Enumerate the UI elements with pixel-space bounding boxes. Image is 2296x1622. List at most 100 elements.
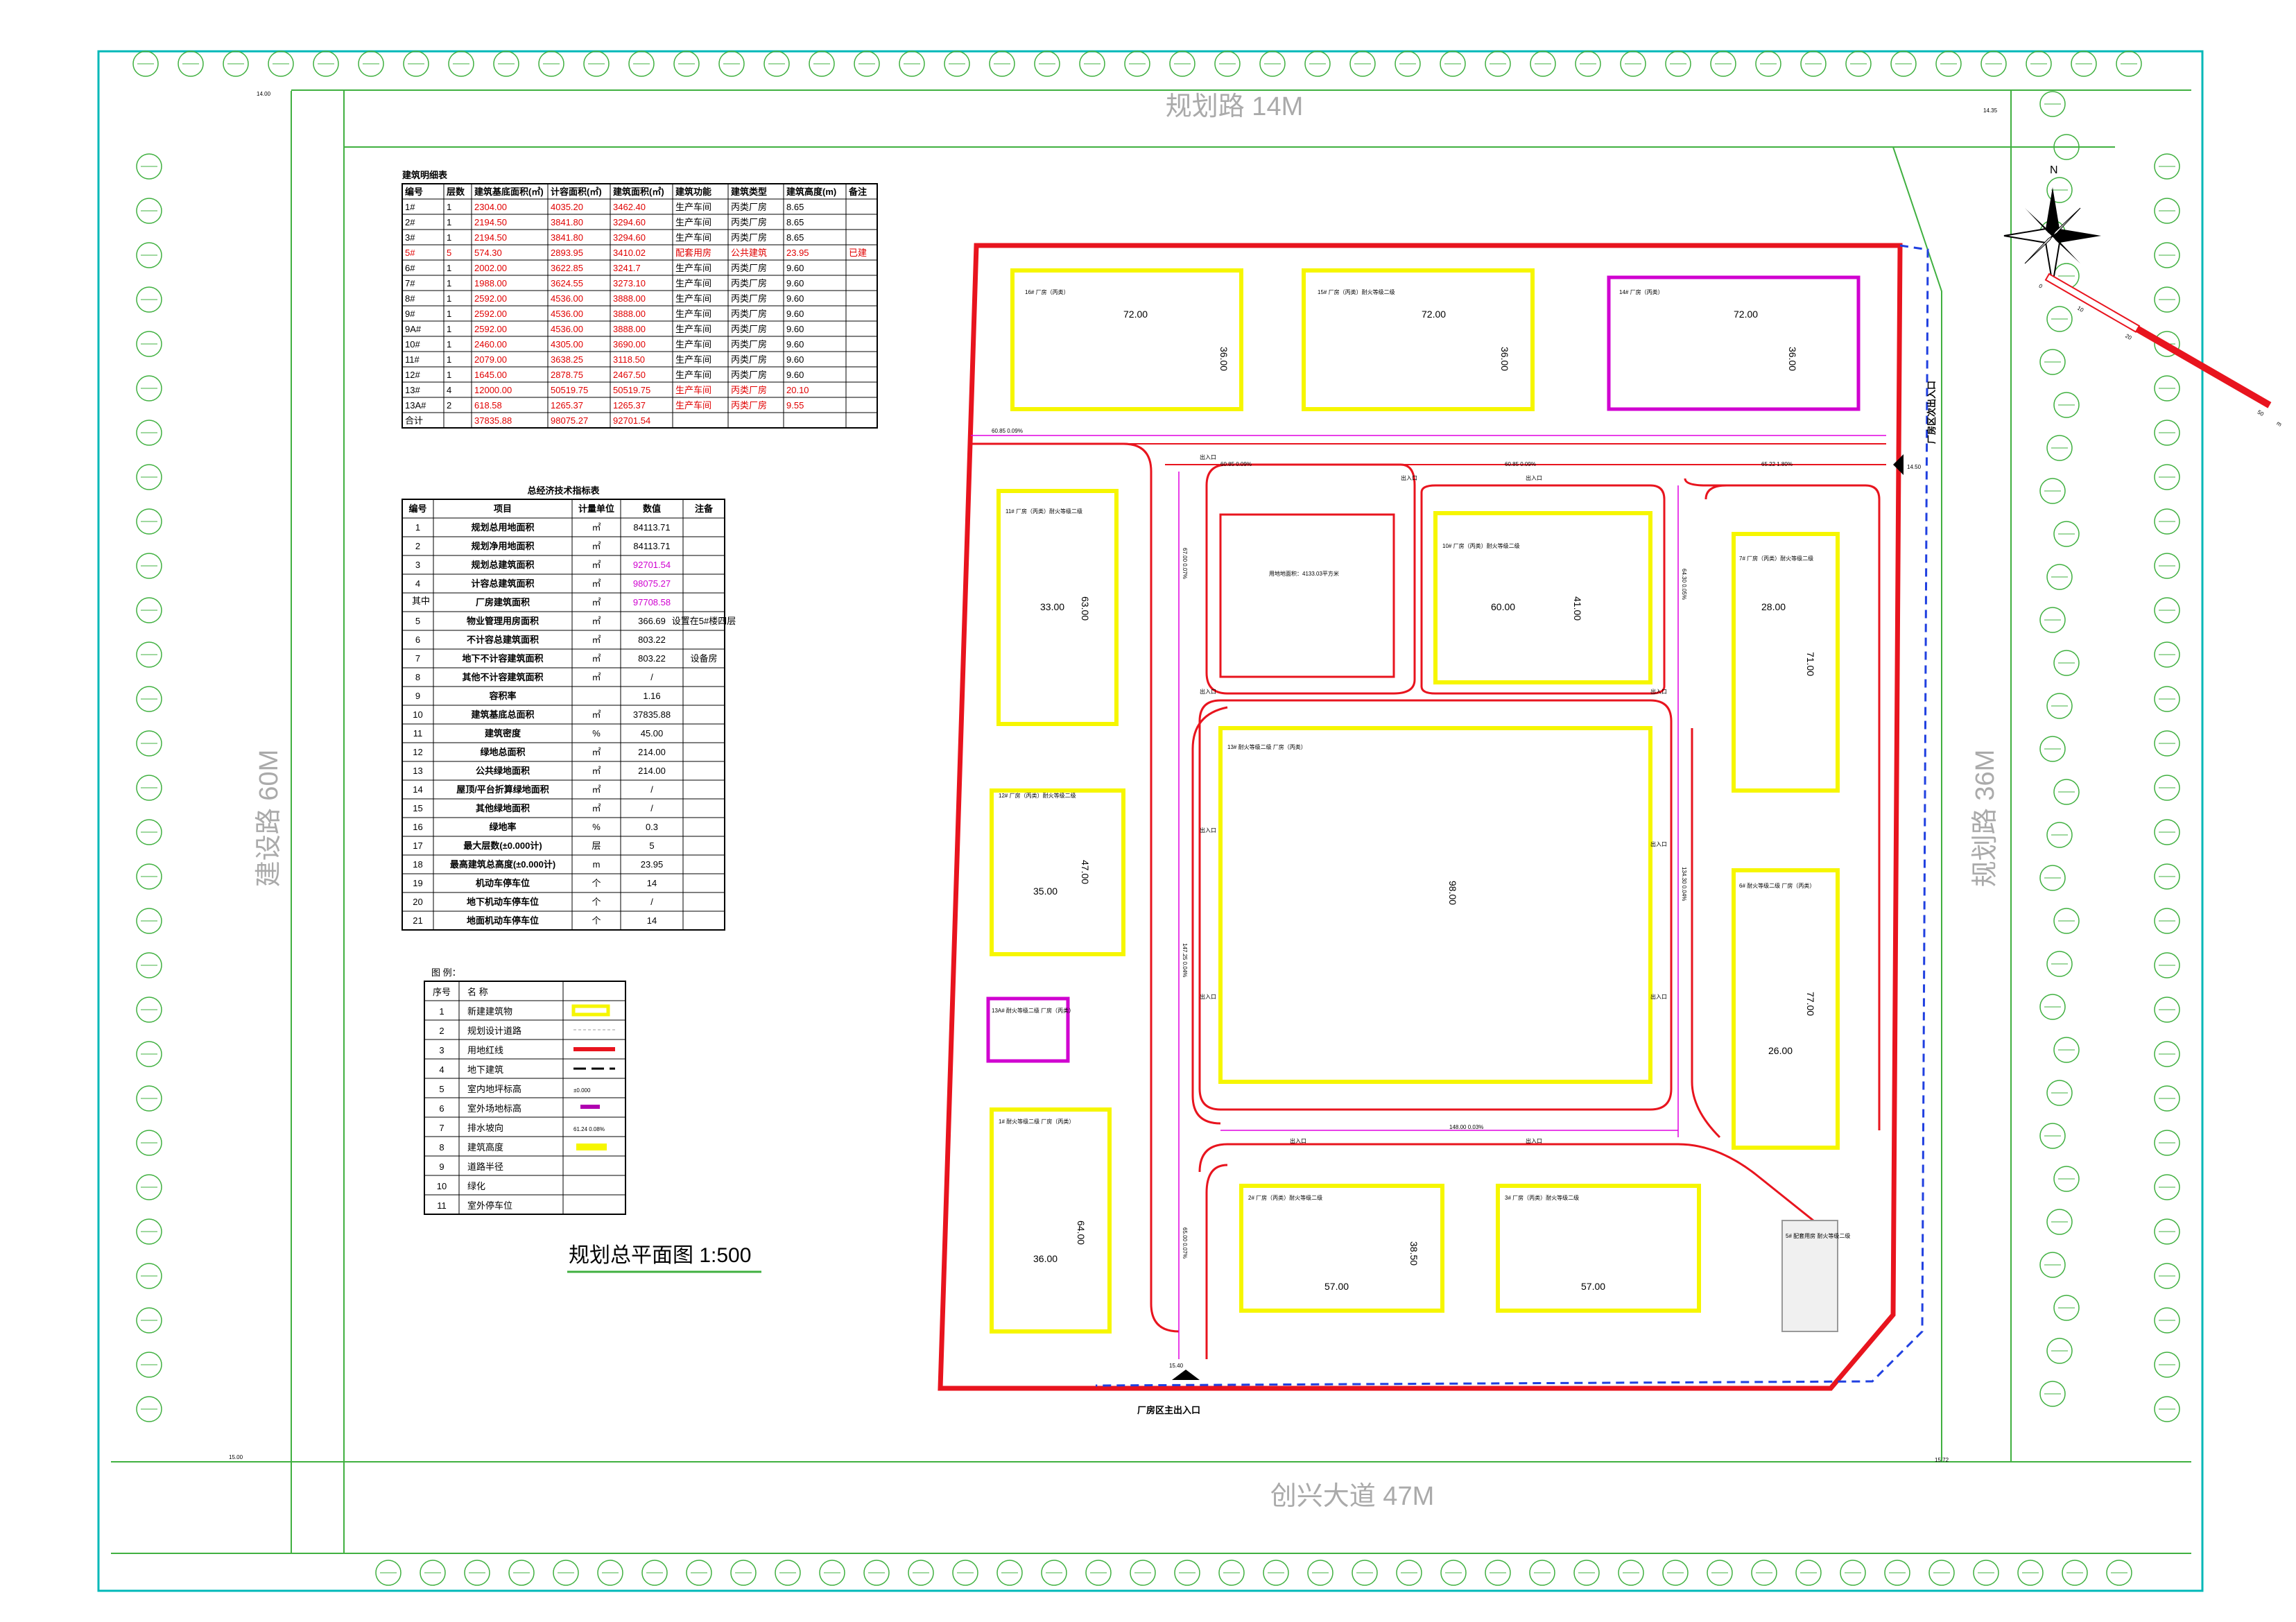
table-cell: ㎡ — [592, 766, 601, 776]
table-cell: 98075.27 — [551, 415, 588, 426]
tree-icon — [2106, 1560, 2132, 1586]
tree-icon — [1529, 1560, 1555, 1586]
table-cell: ㎡ — [592, 522, 601, 533]
table-cell: 生产车间 — [675, 263, 711, 273]
table-cell: 设置在5#楼四层 — [672, 616, 736, 626]
table-cell: 绿地总面积 — [480, 747, 525, 757]
table-cell: 6 — [415, 635, 420, 645]
table-cell: 14 — [647, 878, 657, 888]
tree-icon — [1935, 51, 1962, 77]
table-cell: 8# — [405, 293, 415, 304]
tree-icon — [1707, 1560, 1733, 1586]
site-redline — [938, 243, 1903, 1391]
table-cell: 地面机动车停车位 — [467, 915, 539, 926]
table-cell: 3 — [415, 560, 420, 570]
table-cell: m — [593, 859, 601, 870]
dim-label: 64.00 — [1076, 1220, 1087, 1245]
slope-label: 67.00 0.07% — [1182, 548, 1188, 579]
tree-icon — [1928, 1560, 1955, 1586]
table-cell: 丙类厂房 — [731, 293, 767, 304]
table-cell: 20.10 — [786, 385, 809, 395]
tree-icon — [641, 1560, 668, 1586]
tree-icon — [597, 1560, 623, 1586]
building-05 — [1781, 1220, 1838, 1332]
building-label: 13A# 耐火等级二级 厂房（丙类） — [992, 1007, 1074, 1014]
table-cell: 建筑功能 — [675, 187, 711, 197]
tree-icon — [2154, 1130, 2180, 1156]
table-cell: ㎡ — [592, 578, 601, 589]
tree-icon — [2039, 1252, 2066, 1278]
tree-icon — [2026, 51, 2052, 77]
table-cell: 97708.58 — [633, 597, 671, 607]
tree-icon — [2071, 51, 2097, 77]
table-cell: 98075.27 — [633, 578, 671, 589]
table-cell: 6# — [405, 263, 415, 273]
tech-table-title: 总经济技术指标表 — [527, 485, 600, 496]
table-cell: / — [650, 803, 653, 813]
tree-icon — [2046, 1080, 2073, 1106]
table-cell: 丙类厂房 — [731, 385, 767, 395]
tree-icon — [628, 51, 655, 77]
table-cell: 生产车间 — [675, 370, 711, 380]
table-cell: 3294.60 — [613, 232, 646, 243]
tree-icon — [420, 1560, 446, 1586]
tree-icon — [2046, 306, 2073, 332]
tree-icon — [2046, 822, 2073, 848]
tree-icon — [2154, 863, 2180, 890]
table-cell: 3294.60 — [613, 217, 646, 227]
dim-label: 72.00 — [1734, 309, 1758, 320]
slope-label: 65.22 1.80% — [1761, 461, 1793, 467]
table-cell: 机动车停车位 — [476, 878, 530, 888]
table-cell: 9A# — [405, 324, 422, 334]
tree-icon — [1884, 1560, 1910, 1586]
plaza — [1219, 513, 1395, 678]
tree-icon — [2053, 521, 2080, 547]
tree-icon — [2046, 1209, 2073, 1235]
building-07 — [1732, 532, 1840, 793]
table-cell: 92701.54 — [633, 560, 671, 570]
table-cell: 建筑高度(m) — [786, 187, 836, 197]
table-cell: 数值 — [643, 503, 661, 514]
tree-icon — [493, 51, 519, 77]
table-cell: 个 — [592, 915, 601, 926]
tree-icon — [1755, 51, 1781, 77]
tree-icon — [1349, 51, 1376, 77]
tree-icon — [2053, 650, 2080, 676]
tree-icon — [730, 1560, 757, 1586]
tree-icon — [2154, 1218, 2180, 1245]
table-cell: 最高建筑总高度(±0.000计) — [450, 859, 555, 870]
table-cell: 规划总用地面积 — [471, 522, 534, 533]
table-cell: 丙类厂房 — [731, 354, 767, 365]
table-cell: 803.22 — [638, 653, 666, 664]
legend-label: 绿化 — [467, 1181, 485, 1191]
table-cell: 9.60 — [786, 370, 804, 380]
main-entrance-label: 厂房区主出入口 — [1137, 1405, 1200, 1415]
table-cell: 生产车间 — [675, 278, 711, 288]
tree-icon — [136, 1174, 162, 1200]
legend-label: 新建建筑物 — [467, 1006, 512, 1017]
table-cell: 建筑基底总面积 — [471, 709, 534, 720]
table-cell: 丙类厂房 — [731, 339, 767, 350]
table-cell: / — [650, 672, 653, 682]
tree-icon — [132, 51, 159, 77]
legend-num: 2 — [439, 1026, 444, 1036]
tree-icon — [2154, 553, 2180, 579]
table-cell: 3841.80 — [551, 232, 583, 243]
entry-label: 出入口 — [1650, 993, 1667, 1000]
table-cell: 生产车间 — [675, 400, 711, 411]
tree-icon — [2154, 1352, 2180, 1378]
tree-icon — [2154, 198, 2180, 224]
table-cell: 1 — [447, 217, 451, 227]
table-cell: 10 — [413, 709, 422, 720]
tree-icon — [136, 819, 162, 845]
entry-label: 出入口 — [1200, 993, 1216, 1000]
tree-icon — [136, 1218, 162, 1245]
dim-label: 36.00 — [1499, 347, 1510, 371]
table-cell: 13# — [405, 385, 420, 395]
table-cell: 92701.54 — [613, 415, 650, 426]
table-cell: 计容面积(㎡) — [551, 187, 602, 197]
table-cell: 3638.25 — [551, 354, 583, 365]
table-cell: 5 — [447, 248, 451, 258]
entry-label: 出入口 — [1526, 474, 1542, 481]
